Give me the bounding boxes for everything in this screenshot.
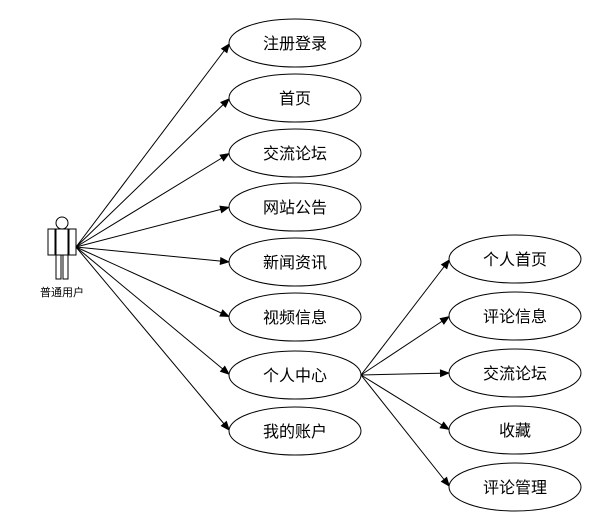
sub-use-case-ellipse xyxy=(448,462,582,512)
use-case-label: 我的账户 xyxy=(263,422,327,441)
edge-center-personal-home xyxy=(360,258,451,376)
edge-center-comment-info-line xyxy=(360,315,451,376)
edge-actor-announcement-line xyxy=(75,206,231,248)
use-case-label: 交流论坛 xyxy=(263,144,327,163)
sub-use-case-sub-forum: 交流论坛 xyxy=(448,348,582,398)
edge-actor-home-line xyxy=(75,97,231,248)
use-case-video-info: 视频信息 xyxy=(228,292,362,342)
edge-actor-personal-center xyxy=(75,246,231,376)
edge-actor-video-info xyxy=(75,246,231,318)
sub-use-case-comment-management: 评论管理 xyxy=(448,462,582,512)
use-case-personal-center: 个人中心 xyxy=(228,350,362,400)
edge-actor-announcement xyxy=(75,205,231,248)
actor-normal-user: 普通用户 xyxy=(40,216,84,299)
edge-center-personal-home-arrowhead xyxy=(440,259,450,270)
use-case-home: 首页 xyxy=(228,73,362,123)
actor-right-arm xyxy=(68,228,77,256)
use-case-ellipse xyxy=(228,406,362,456)
use-case-ellipse xyxy=(228,18,362,68)
sub-use-case-ellipse xyxy=(448,291,582,341)
edge-actor-register-login-arrowhead xyxy=(220,43,230,54)
edge-center-comment-info xyxy=(360,315,451,376)
use-case-label: 首页 xyxy=(279,89,311,108)
sub-use-case-label: 个人首页 xyxy=(483,250,547,269)
sub-use-case-label: 评论管理 xyxy=(483,478,547,497)
edge-actor-forum xyxy=(75,152,231,248)
edge-actor-forum-line xyxy=(75,152,231,248)
use-case-ellipse xyxy=(228,128,362,178)
use-case-ellipse xyxy=(228,292,362,342)
use-case-ellipse xyxy=(228,350,362,400)
edge-actor-my-account-line xyxy=(75,246,231,432)
use-case-announcement: 网站公告 xyxy=(228,182,362,232)
edge-center-sub-forum-line xyxy=(360,372,451,376)
edge-center-comment-management xyxy=(360,374,451,488)
edge-actor-news-arrowhead xyxy=(219,257,230,266)
edge-actor-news xyxy=(75,246,231,266)
edge-center-personal-home-line xyxy=(360,258,451,376)
edge-actor-personal-center-arrowhead xyxy=(219,365,230,375)
use-case-label: 网站公告 xyxy=(263,198,327,217)
edge-center-favorites-arrowhead xyxy=(439,421,450,430)
actor-right-leg xyxy=(62,254,69,280)
edge-center-comment-management-arrowhead xyxy=(440,476,450,487)
use-case-my-account: 我的账户 xyxy=(228,406,362,456)
sub-use-case-ellipse xyxy=(448,234,582,284)
edges xyxy=(75,42,451,488)
edge-center-comment-management-line xyxy=(360,374,451,488)
sub-use-case-ellipse xyxy=(448,348,582,398)
edge-actor-personal-center-line xyxy=(75,246,231,376)
actor-label: 普通用户 xyxy=(40,285,84,299)
sub-use-case-label: 评论信息 xyxy=(483,307,547,326)
actor-body xyxy=(55,228,69,256)
edge-center-sub-forum-arrowhead xyxy=(439,369,450,378)
edge-center-favorites-line xyxy=(360,374,451,431)
use-case-register-login: 注册登录 xyxy=(228,18,362,68)
use-case-forum: 交流论坛 xyxy=(228,128,362,178)
sub-use-case-personal-home: 个人首页 xyxy=(448,234,582,284)
edge-actor-forum-arrowhead xyxy=(219,153,230,162)
sub-use-case-label: 收藏 xyxy=(499,421,531,440)
edge-actor-home xyxy=(75,97,231,248)
use-case-ellipse xyxy=(228,182,362,232)
sub-use-case-label: 交流论坛 xyxy=(483,364,547,383)
edge-actor-video-info-arrowhead xyxy=(219,309,230,317)
edge-actor-news-line xyxy=(75,246,231,263)
use-case-label: 注册登录 xyxy=(263,34,327,53)
sub-use-case-ellipse xyxy=(448,405,582,455)
edge-actor-my-account-arrowhead xyxy=(220,420,230,431)
sub-use-case-favorites: 收藏 xyxy=(448,405,582,455)
edge-center-favorites xyxy=(360,374,451,431)
use-case-ellipse xyxy=(228,237,362,287)
edge-actor-my-account xyxy=(75,246,231,432)
use-case-label: 视频信息 xyxy=(263,308,327,327)
edge-actor-video-info-line xyxy=(75,246,231,318)
sub-use-case-comment-info: 评论信息 xyxy=(448,291,582,341)
use-case-label: 新闻资讯 xyxy=(263,253,327,272)
use-case-ellipse xyxy=(228,73,362,123)
edge-actor-home-arrowhead xyxy=(220,98,230,108)
use-case-label: 个人中心 xyxy=(263,366,327,385)
actor-left-leg xyxy=(55,254,62,280)
actor-head xyxy=(55,216,69,230)
edge-actor-register-login-line xyxy=(75,42,231,248)
actor-left-arm xyxy=(47,228,56,256)
edge-center-comment-info-arrowhead xyxy=(439,316,450,325)
edge-center-sub-forum xyxy=(360,369,451,378)
edge-actor-register-login xyxy=(75,42,231,248)
edge-actor-announcement-arrowhead xyxy=(219,205,230,214)
use-case-news: 新闻资讯 xyxy=(228,237,362,287)
